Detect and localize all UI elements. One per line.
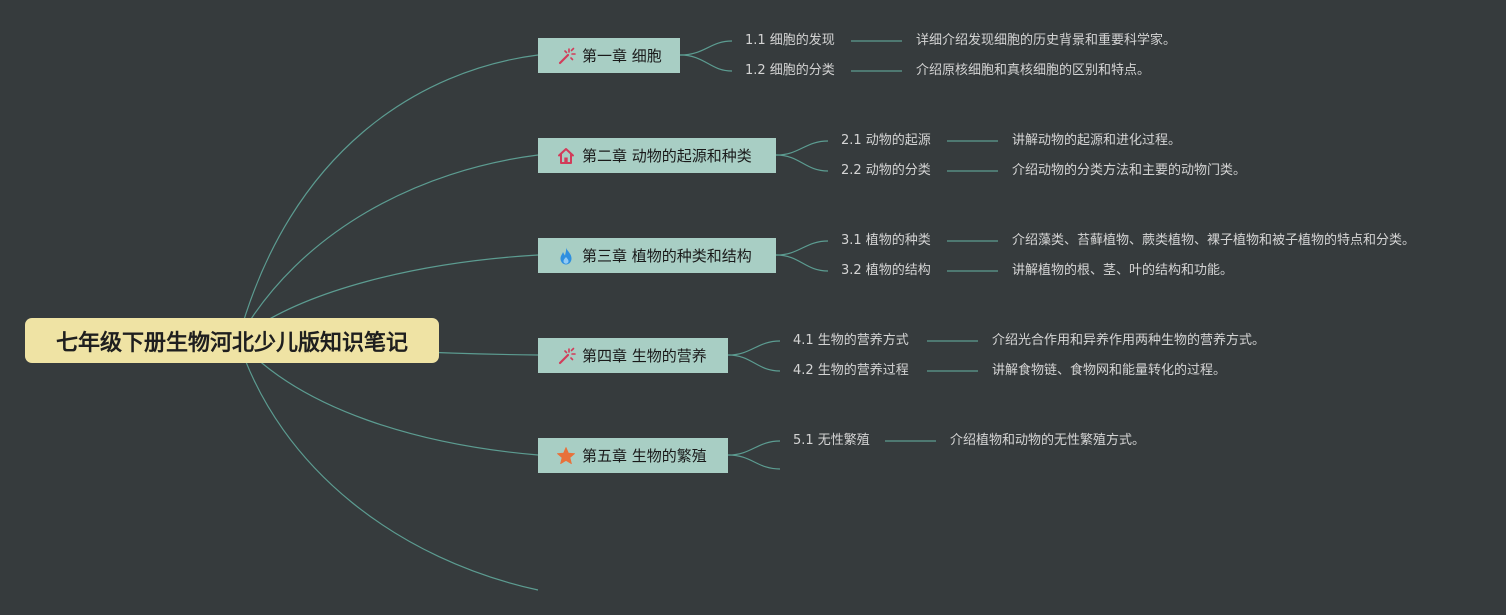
connector-ch1-s1 xyxy=(679,40,733,56)
chapter-label-3: 第三章 植物的种类和结构 xyxy=(582,247,752,265)
connector-root-ch1 xyxy=(237,54,539,341)
section-3-2[interactable]: 3.2 植物的结构 xyxy=(841,263,931,278)
section-desc-2-2[interactable]: 介绍动物的分类方法和主要的动物门类。 xyxy=(1012,163,1247,178)
star-icon xyxy=(556,446,576,466)
section-desc-3-1[interactable]: 介绍藻类、苔藓植物、蕨类植物、裸子植物和被子植物的特点和分类。 xyxy=(1012,233,1416,248)
section-desc-5-1[interactable]: 介绍植物和动物的无性繁殖方式。 xyxy=(950,433,1146,448)
connector-root-extra xyxy=(237,339,539,591)
section-desc-4-2[interactable]: 讲解食物链、食物网和能量转化的过程。 xyxy=(992,363,1227,378)
section-desc-2-1[interactable]: 讲解动物的起源和进化过程。 xyxy=(1012,133,1182,148)
section-4-2[interactable]: 4.2 生物的营养过程 xyxy=(793,363,909,378)
connector-ch3-s1 xyxy=(775,240,829,256)
connector-ch5-s1 xyxy=(727,440,781,456)
root-topic[interactable]: 七年级下册生物河北少儿版知识笔记 xyxy=(25,318,439,363)
chapter-label-5: 第五章 生物的繁殖 xyxy=(582,447,707,465)
chapter-node-1[interactable]: 第一章 细胞 xyxy=(538,38,680,73)
section-3-1[interactable]: 3.1 植物的种类 xyxy=(841,233,931,248)
chapter-label-1: 第一章 细胞 xyxy=(582,47,662,65)
connector-ch1-s2 xyxy=(679,54,733,72)
section-2-2[interactable]: 2.2 动物的分类 xyxy=(841,163,931,178)
chapter-node-2[interactable]: 第二章 动物的起源和种类 xyxy=(538,138,776,173)
chapter-label-4: 第四章 生物的营养 xyxy=(582,347,707,365)
section-1-2[interactable]: 1.2 细胞的分类 xyxy=(745,63,835,78)
magic-wand-icon xyxy=(556,346,576,366)
section-desc-1-2[interactable]: 介绍原核细胞和真核细胞的区别和特点。 xyxy=(916,63,1151,78)
chapter-label-2: 第二章 动物的起源和种类 xyxy=(582,147,752,165)
section-1-1[interactable]: 1.1 细胞的发现 xyxy=(745,33,835,48)
section-desc-4-1[interactable]: 介绍光合作用和异养作用两种生物的营养方式。 xyxy=(992,333,1266,348)
connector-root-ch2 xyxy=(237,154,539,341)
section-2-1[interactable]: 2.1 动物的起源 xyxy=(841,133,931,148)
root-topic-label: 七年级下册生物河北少儿版知识笔记 xyxy=(55,330,408,356)
connector-ch4-s2 xyxy=(727,354,781,372)
chapter-node-4[interactable]: 第四章 生物的营养 xyxy=(538,338,728,373)
connector-ch3-s2 xyxy=(775,254,829,272)
connector-root-ch5 xyxy=(237,339,539,456)
section-desc-1-1[interactable]: 详细介绍发现细胞的历史背景和重要科学家。 xyxy=(916,33,1177,48)
connector-ch2-s2 xyxy=(775,154,829,172)
section-4-1[interactable]: 4.1 生物的营养方式 xyxy=(793,333,909,348)
flame-icon xyxy=(556,246,576,266)
magic-wand-icon xyxy=(556,46,576,66)
chapter-node-3[interactable]: 第三章 植物的种类和结构 xyxy=(538,238,776,273)
connector-ch5-s2-empty xyxy=(727,454,781,470)
house-icon xyxy=(556,146,576,166)
connector-ch2-s1 xyxy=(775,140,829,156)
connector-ch4-s1 xyxy=(727,340,781,356)
section-5-1[interactable]: 5.1 无性繁殖 xyxy=(793,433,870,448)
section-desc-3-2[interactable]: 讲解植物的根、茎、叶的结构和功能。 xyxy=(1012,263,1234,278)
chapter-node-5[interactable]: 第五章 生物的繁殖 xyxy=(538,438,728,473)
